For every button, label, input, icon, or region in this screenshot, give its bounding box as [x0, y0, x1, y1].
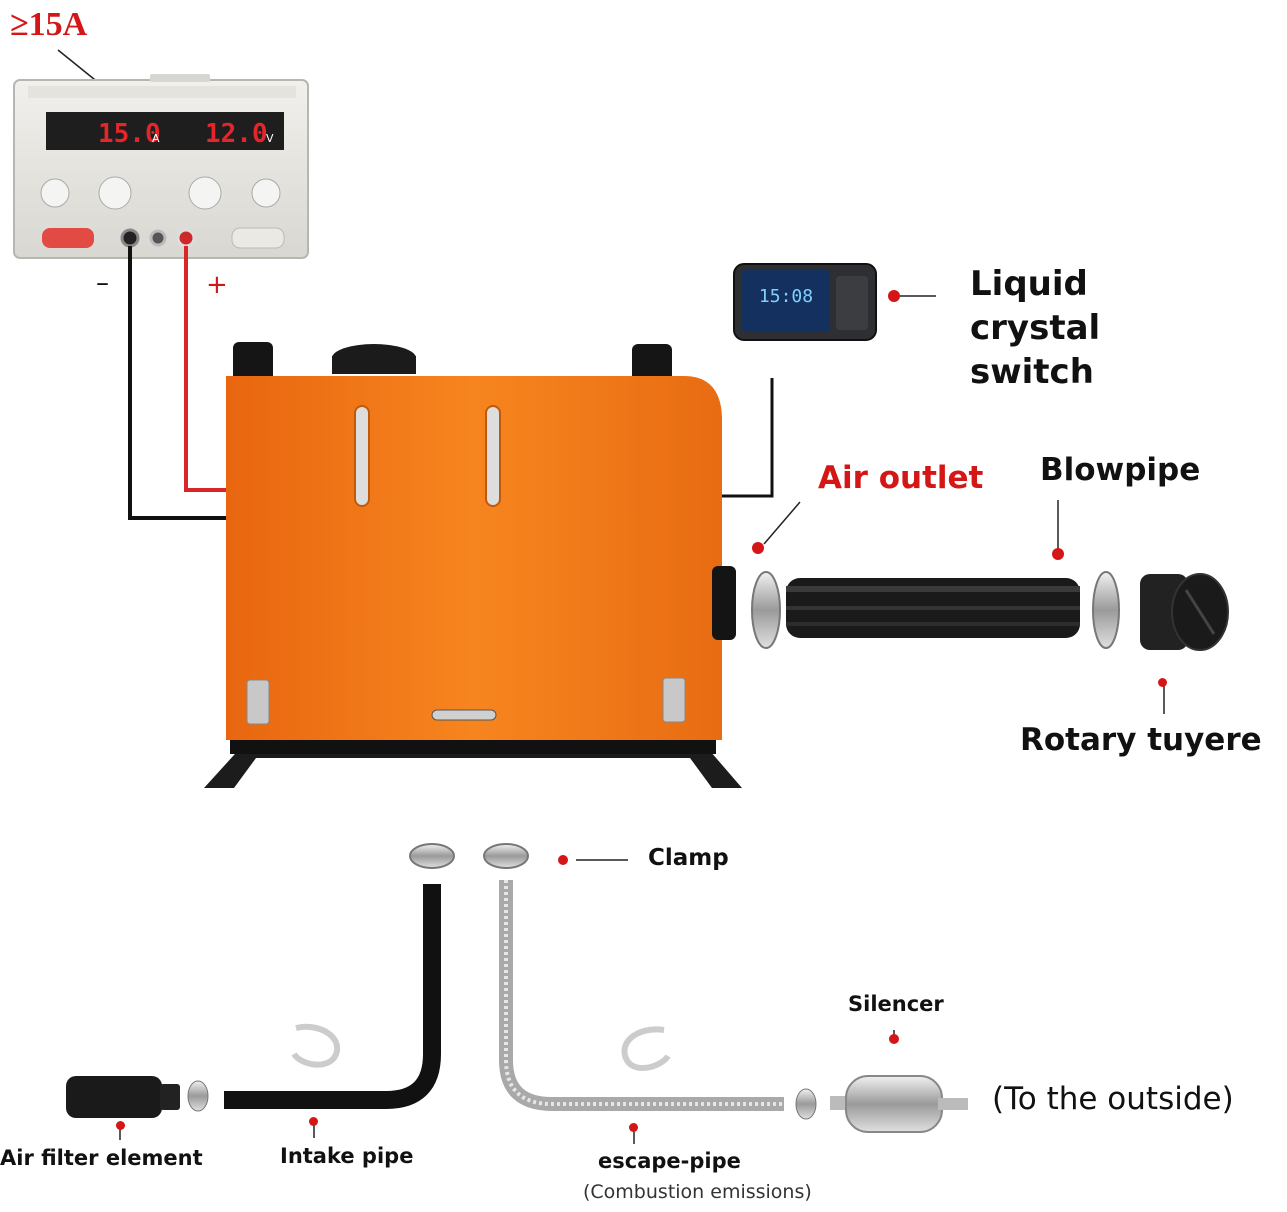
- callout-dot: [1052, 548, 1064, 560]
- heater-unit: [204, 342, 742, 788]
- psu-voltage-unit: V: [266, 132, 274, 145]
- blowpipe-clamp: [1092, 571, 1120, 649]
- air-filter-part: [66, 1076, 209, 1118]
- psu-current-reading: 15.0: [98, 119, 161, 149]
- rotary-tuyere-label: Rotary tuyere: [1020, 722, 1262, 758]
- air-filter-label: Air filter element: [0, 1146, 203, 1170]
- callout-dot: [116, 1121, 125, 1130]
- callout-dot: [1158, 678, 1167, 687]
- intake-pipe: [224, 884, 441, 1109]
- controller-time: 15:08: [759, 286, 813, 307]
- rotary-tuyere-part: [1140, 573, 1229, 651]
- callout-dot: [889, 1034, 899, 1044]
- silencer-label: Silencer: [848, 992, 944, 1016]
- pipe-clamps: [409, 843, 529, 869]
- lcd-switch-line: crystal: [970, 308, 1101, 348]
- escape-pipe-label: escape-pipe: [598, 1149, 741, 1173]
- callout-dot: [558, 855, 568, 865]
- callout-dot: [888, 290, 900, 302]
- psu-voltage-reading: 12.0: [205, 119, 268, 149]
- lcd-switch-line: switch: [970, 352, 1094, 392]
- clamp-label: Clamp: [648, 845, 729, 871]
- callout-dot: [629, 1123, 638, 1132]
- callout-dot: [309, 1117, 318, 1126]
- air-outlet-label: Air outlet: [818, 460, 984, 496]
- outlet-clamp: [751, 571, 781, 649]
- power-supply: [13, 74, 309, 259]
- combustion-emissions-label: (Combustion emissions): [583, 1181, 812, 1203]
- silencer-part: [795, 1075, 968, 1133]
- blowpipe-label: Blowpipe: [1040, 452, 1201, 488]
- current-rating-label: ≥15A: [10, 6, 88, 43]
- lcd-switch-line: Liquid: [970, 264, 1088, 304]
- intake-pipe-label: Intake pipe: [280, 1144, 414, 1168]
- plus-label: +: [206, 270, 228, 300]
- blowpipe-hose: [786, 578, 1080, 638]
- psu-current-unit: A: [152, 132, 160, 145]
- lcd-switch-label: Liquid crystal switch: [970, 262, 1100, 394]
- minus-label: –: [96, 268, 109, 298]
- to-outside-label: (To the outside): [992, 1081, 1234, 1117]
- lcd-controller: 15:08: [733, 263, 877, 341]
- psu-knob: [40, 176, 281, 210]
- callout-dot: [752, 542, 764, 554]
